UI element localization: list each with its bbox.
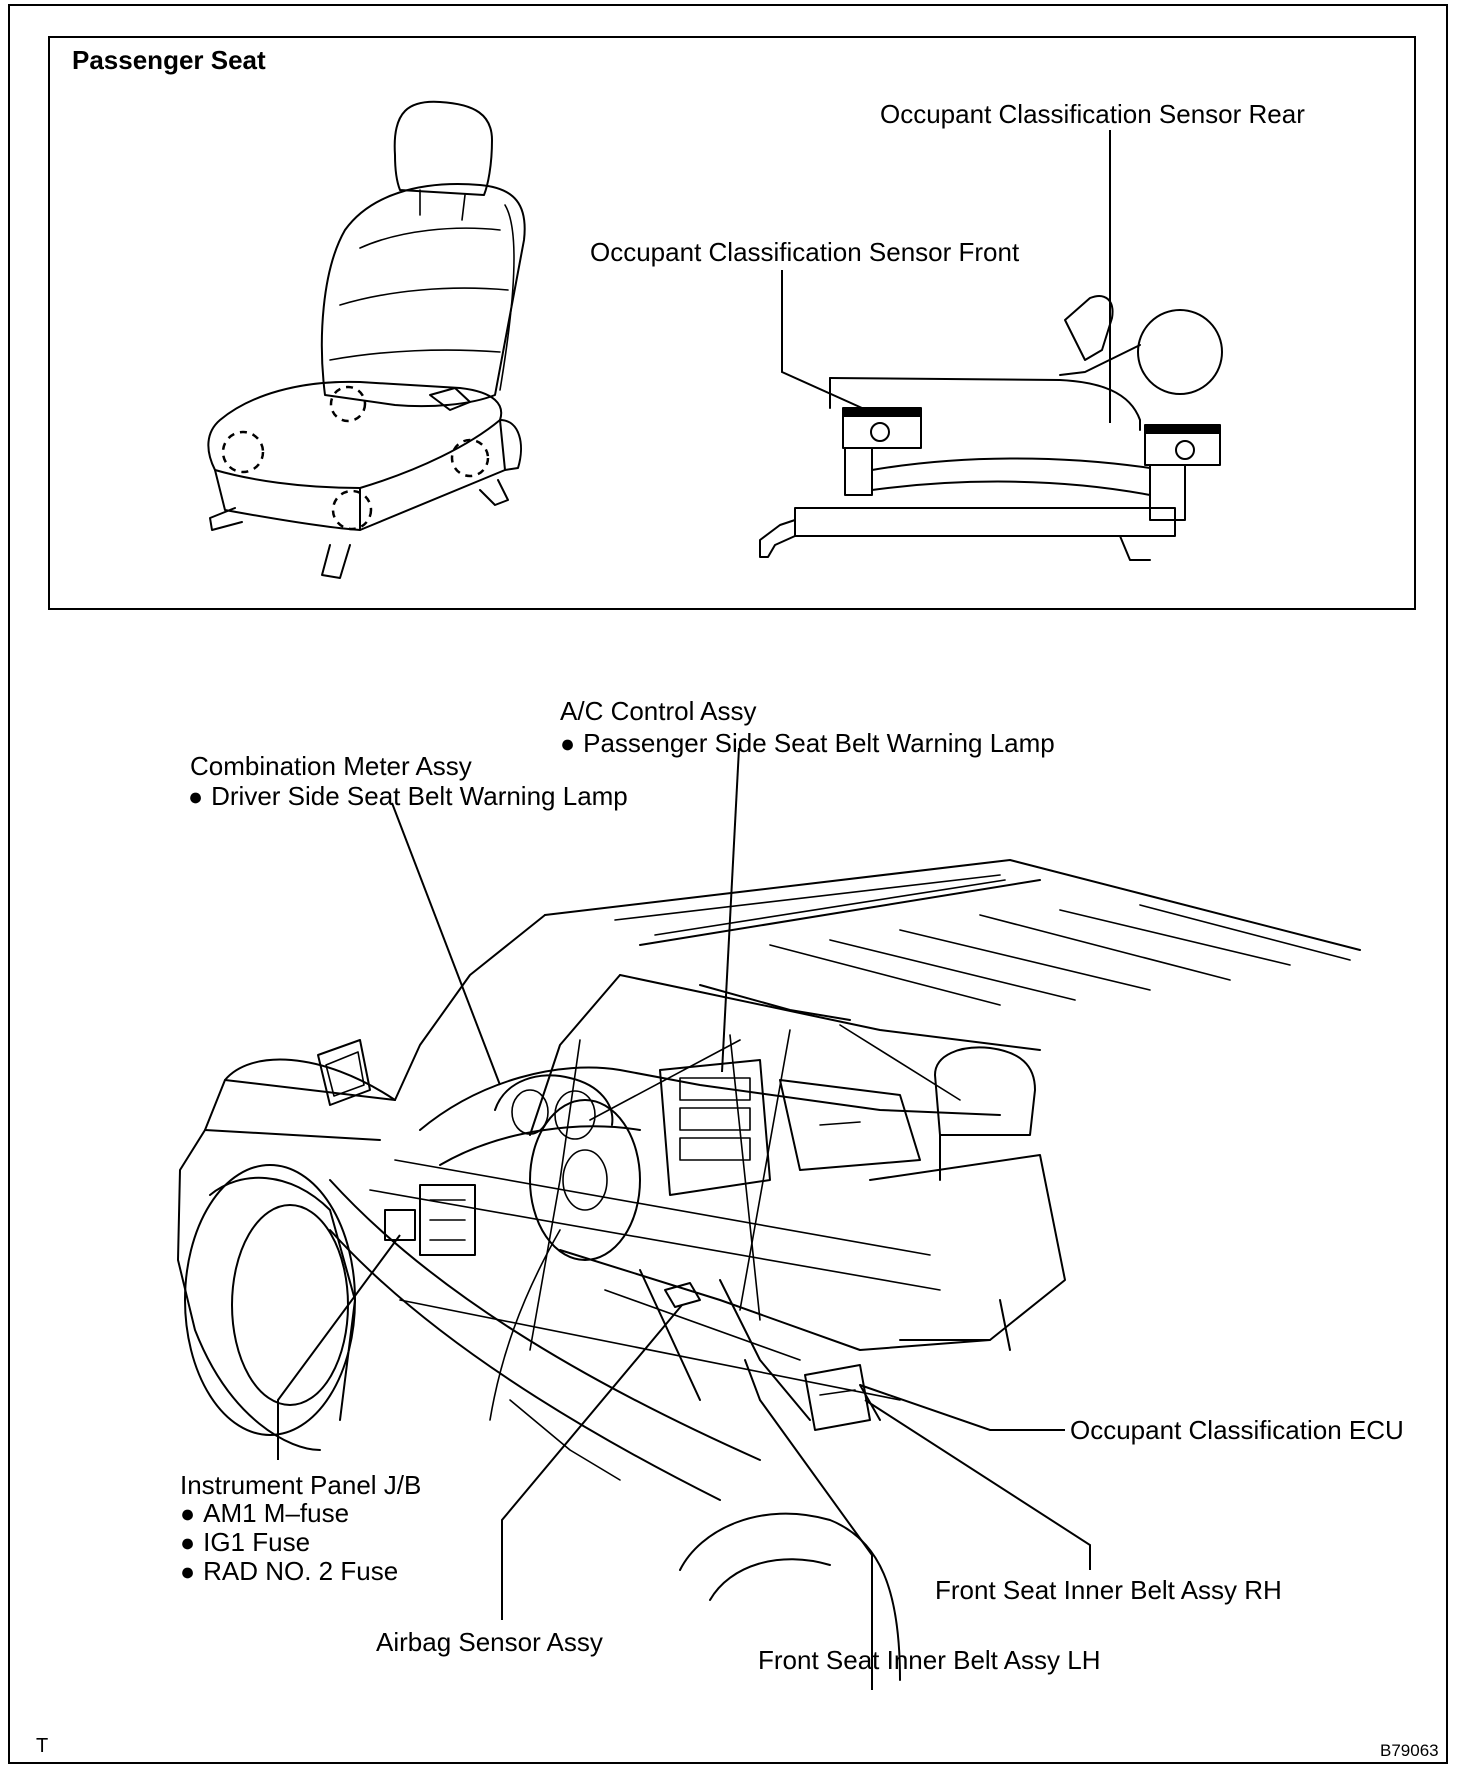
vehicle-illustration: [177, 859, 1361, 1681]
passenger-lamp-label: Passenger Side Seat Belt Warning Lamp: [560, 728, 1055, 758]
instrument-jb-label: Instrument Panel J/B: [180, 1470, 422, 1500]
seat-side-view: [759, 295, 1223, 561]
vehicle-leaders: [277, 747, 1091, 1690]
belt-rh-label: Front Seat Inner Belt Assy RH: [935, 1575, 1282, 1605]
inset-leaders: [781, 130, 1111, 423]
bullet-icon: [180, 1556, 203, 1586]
figure-frame: [8, 4, 1448, 1764]
sensor-rear-label: Occupant Classification Sensor Rear: [880, 99, 1305, 129]
figure-code: B79063: [1380, 1741, 1439, 1760]
occupant-ecu-label: Occupant Classification ECU: [1070, 1415, 1404, 1445]
bullet-icon: [188, 781, 211, 811]
left-mark: T: [36, 1735, 49, 1757]
fuse-rad-label: RAD NO. 2 Fuse: [180, 1556, 421, 1586]
airbag-sensor-label: Airbag Sensor Assy: [376, 1627, 603, 1657]
sensor-front-label: Occupant Classification Sensor Front: [590, 237, 1020, 267]
bullet-icon: [560, 728, 583, 758]
instrument-jb-group: Instrument Panel J/B AM1 M–fuse IG1 Fuse…: [180, 1471, 421, 1586]
ac-control-label: A/C Control Assy: [560, 696, 757, 726]
fuse-am1-label: AM1 M–fuse: [180, 1498, 421, 1528]
fuse-ig1-label: IG1 Fuse: [180, 1527, 421, 1557]
bullet-icon: [180, 1498, 203, 1528]
seat-illustration: [207, 100, 526, 579]
passenger-seat-inset: [48, 36, 1416, 610]
inset-title: Passenger Seat: [72, 45, 266, 75]
driver-lamp-label: Driver Side Seat Belt Warning Lamp: [188, 781, 628, 811]
combination-meter-label: Combination Meter Assy: [190, 751, 472, 781]
belt-lh-label: Front Seat Inner Belt Assy LH: [758, 1645, 1101, 1675]
bullet-icon: [180, 1527, 203, 1557]
